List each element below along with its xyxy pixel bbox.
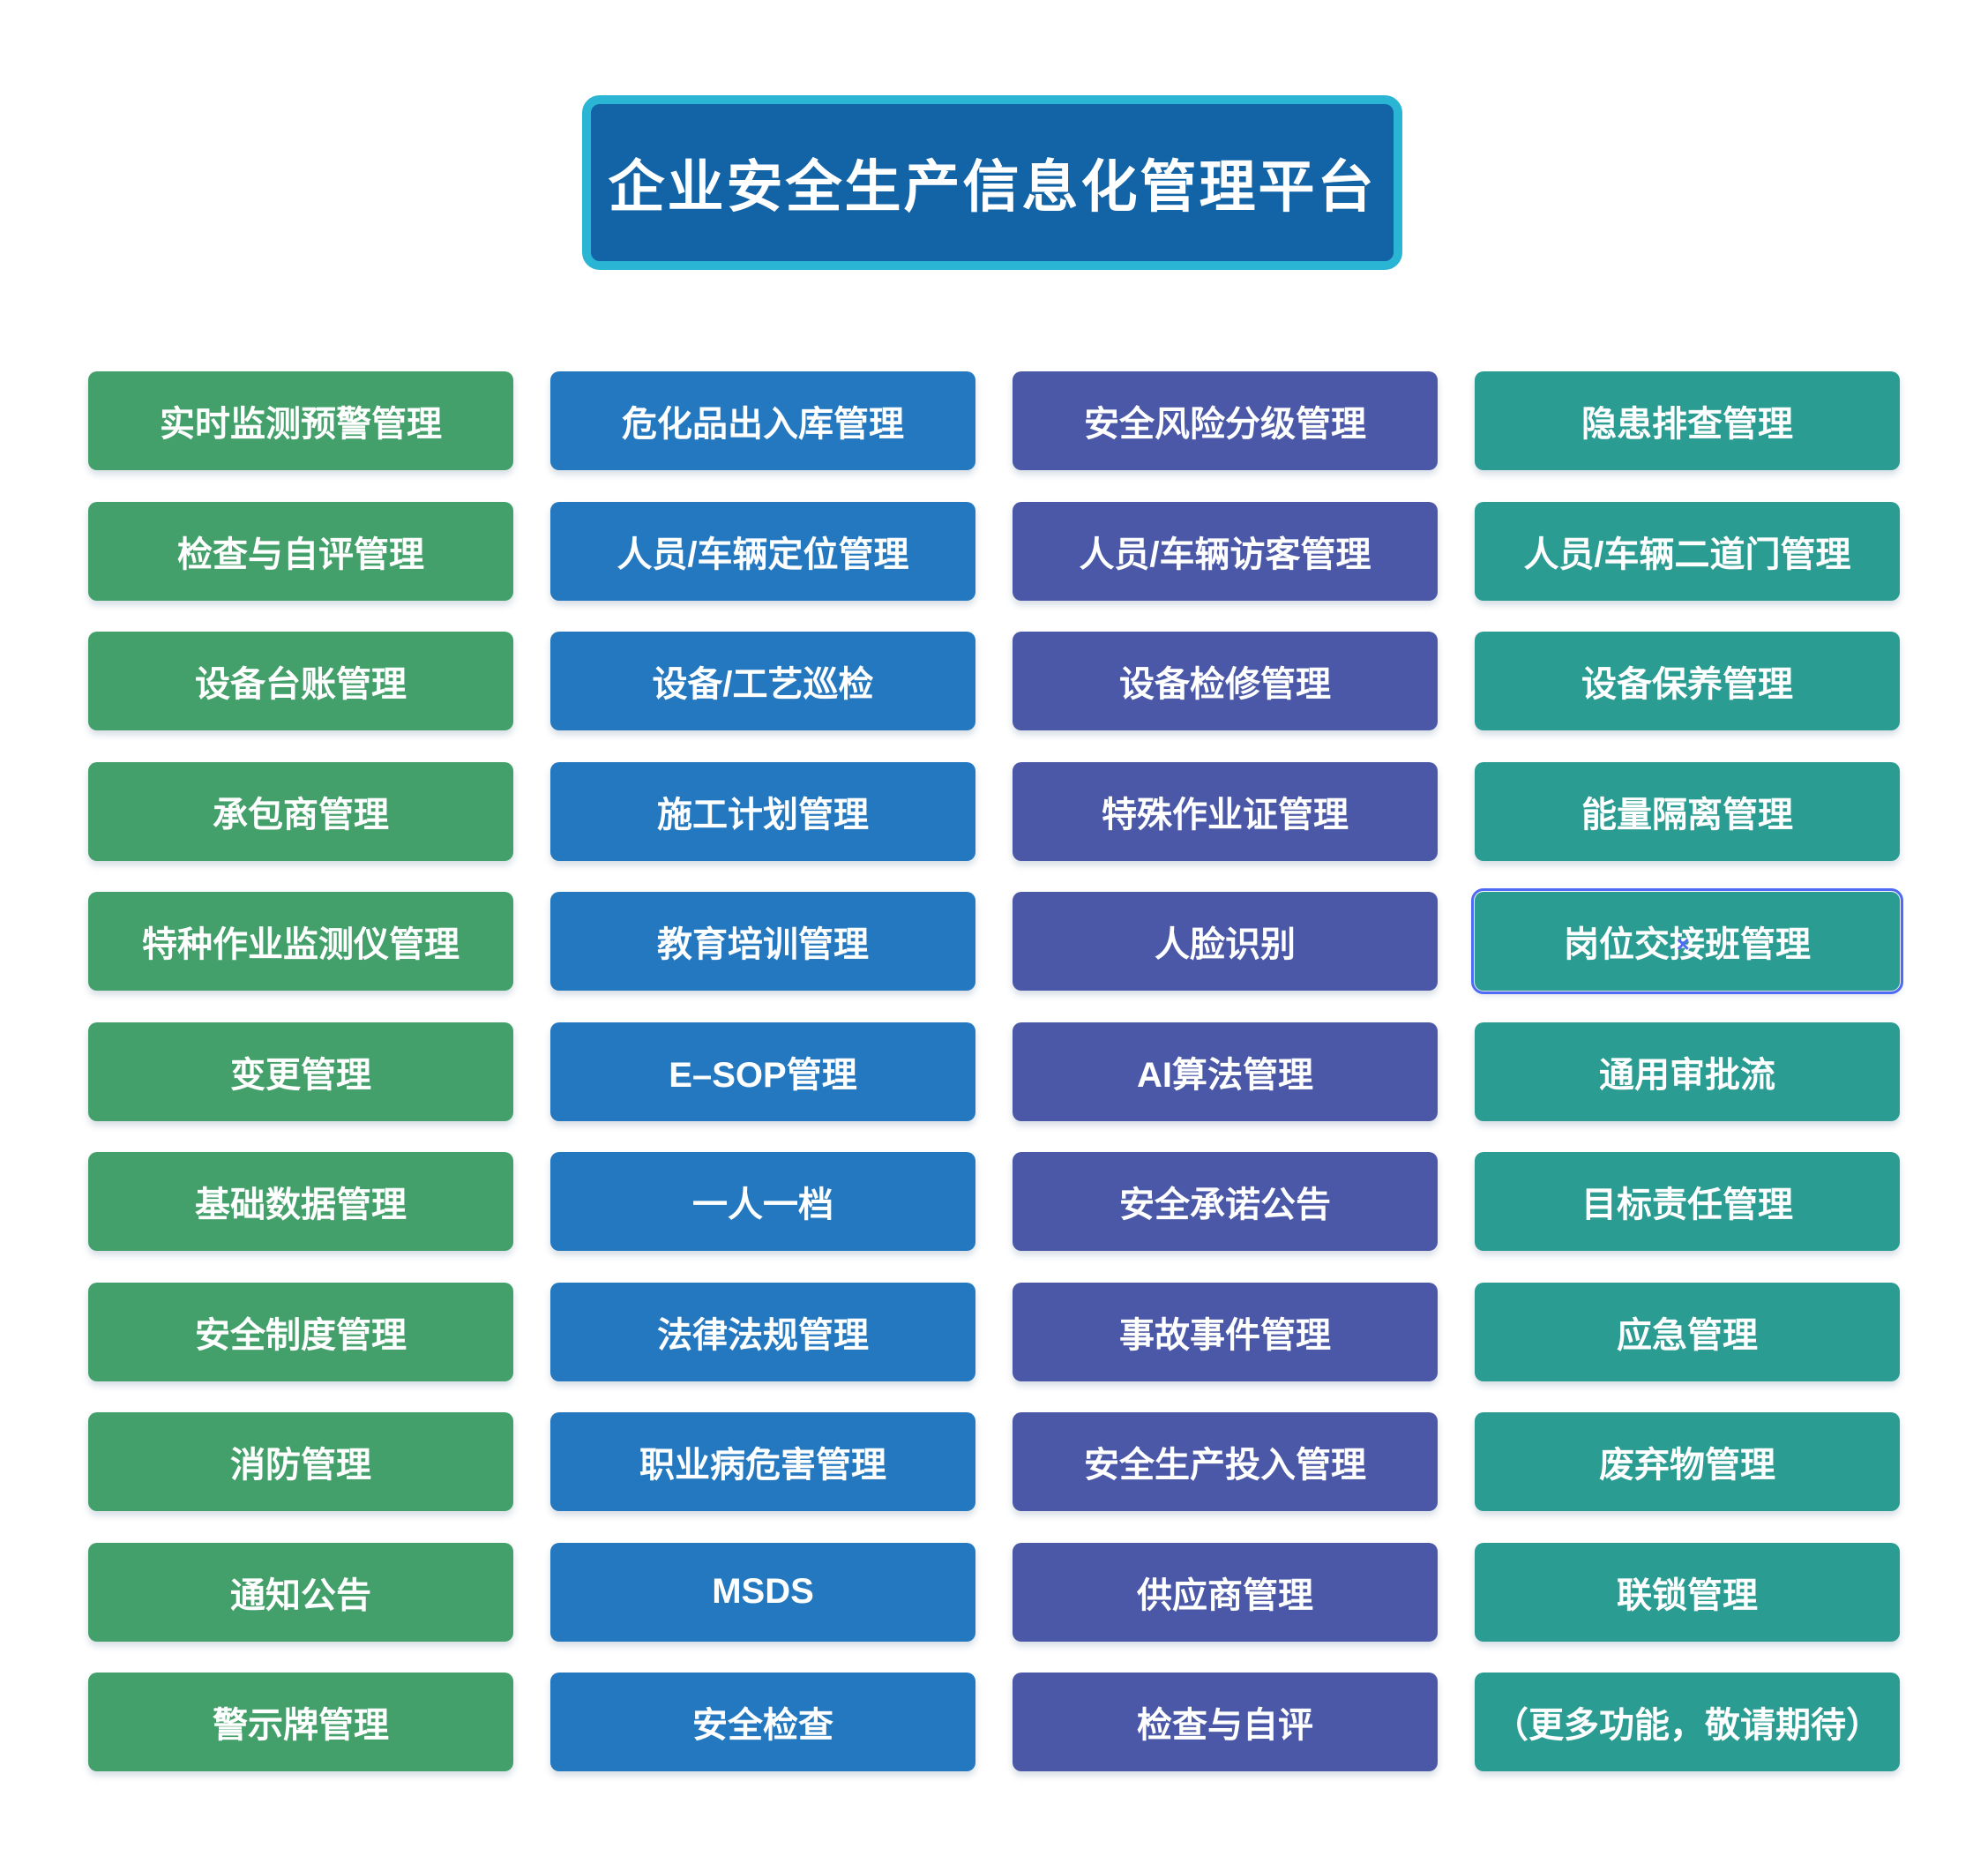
module-button-label: 人员/车辆定位管理 [617, 535, 909, 574]
module-button[interactable]: 检查与自评管理 [88, 501, 513, 601]
module-button-label: 人脸识别 [1155, 925, 1296, 964]
module-button[interactable]: 检查与自评 [1013, 1673, 1438, 1771]
module-button[interactable]: 安全承诺公告 [1013, 1152, 1438, 1251]
module-button[interactable]: 特殊作业证管理 [1013, 761, 1438, 861]
module-button-label: 消防管理 [230, 1446, 371, 1485]
module-button-label: 隐患排查管理 [1581, 405, 1793, 444]
module-button-label: 设备台账管理 [195, 665, 407, 704]
module-button-label: 基础数据管理 [195, 1186, 407, 1224]
module-button[interactable]: 供应商管理 [1013, 1542, 1438, 1642]
module-button[interactable]: 通用审批流 [1475, 1022, 1900, 1121]
module-button-label: 检查与自评 [1137, 1706, 1313, 1745]
module-button[interactable]: 岗位交接班管理× [1471, 888, 1903, 994]
module-button[interactable]: 通知公告 [88, 1542, 513, 1642]
module-button-label: （更多功能，敬请期待） [1493, 1706, 1881, 1745]
module-button[interactable]: 法律法规管理 [550, 1282, 975, 1381]
module-button[interactable]: 一人一档 [550, 1152, 975, 1251]
module-column-indigo: 安全风险分级管理人员/车辆访客管理设备检修管理特殊作业证管理人脸识别 AI算法管理… [1013, 371, 1438, 1771]
module-button-label: 实时监测预警管理 [160, 405, 442, 444]
module-column-teal: 隐患排查管理人员/车辆二道门管理设备保养管理能量隔离管理岗位交接班管理× 通用审批… [1471, 371, 1903, 1771]
module-button[interactable]: 人员/车辆二道门管理 [1475, 501, 1900, 601]
module-button-label: 应急管理 [1617, 1315, 1758, 1355]
module-button[interactable]: 教育培训管理 [550, 892, 975, 991]
module-button[interactable]: 实时监测预警管理 [88, 371, 513, 470]
module-button-label: 安全承诺公告 [1119, 1186, 1331, 1224]
module-column-green: 实时监测预警管理检查与自评管理设备台账管理承包商管理特种作业监测仪管理变更管理基… [88, 371, 513, 1771]
module-button-label: MSDS [712, 1572, 814, 1611]
module-button-label: 通用审批流 [1599, 1055, 1775, 1095]
module-button[interactable]: 能量隔离管理 [1475, 761, 1900, 861]
module-button[interactable]: 人脸识别 [1013, 892, 1438, 991]
module-button[interactable]: AI算法管理 [1013, 1022, 1438, 1121]
module-button[interactable]: 安全生产投入管理 [1013, 1412, 1438, 1511]
module-button-label: 警示牌管理 [213, 1706, 389, 1745]
module-button[interactable]: 设备检修管理 [1013, 632, 1438, 730]
module-button-label: 人员/车辆访客管理 [1079, 535, 1371, 574]
module-button[interactable]: 安全风险分级管理 [1013, 371, 1438, 470]
module-button[interactable]: 安全制度管理 [88, 1282, 513, 1381]
module-button[interactable]: 人员/车辆访客管理 [1013, 501, 1438, 601]
module-button[interactable]: 消防管理 [88, 1412, 513, 1511]
module-column-blue: 危化品出入库管理人员/车辆定位管理设备/工艺巡检施工计划管理教育培训管理 E–SO… [550, 371, 975, 1771]
module-button[interactable]: 废弃物管理 [1475, 1412, 1900, 1511]
module-button-label: 教育培训管理 [657, 925, 869, 964]
module-button[interactable]: MSDS [550, 1542, 975, 1642]
module-button-label: 施工计划管理 [657, 795, 869, 834]
module-button-label: 通知公告 [230, 1575, 371, 1615]
module-button-label: 变更管理 [230, 1055, 371, 1095]
module-button[interactable]: 施工计划管理 [550, 761, 975, 861]
module-button-label: 一人一档 [692, 1186, 833, 1224]
module-button-label: 设备检修管理 [1119, 665, 1331, 704]
module-button-label: 职业病危害管理 [639, 1446, 886, 1485]
module-button-label: 目标责任管理 [1581, 1186, 1793, 1224]
module-button-label: 安全生产投入管理 [1084, 1446, 1366, 1485]
module-button-label: 危化品出入库管理 [622, 405, 904, 444]
module-button-label: 法律法规管理 [657, 1315, 869, 1355]
module-button-label: 人员/车辆二道门管理 [1523, 535, 1851, 574]
module-button[interactable]: 特种作业监测仪管理 [88, 892, 513, 991]
module-button-label: 设备保养管理 [1581, 665, 1793, 704]
module-button[interactable]: 隐患排查管理 [1475, 371, 1900, 470]
module-button-label: 承包商管理 [213, 795, 389, 834]
module-button-label: 能量隔离管理 [1581, 795, 1793, 834]
module-button[interactable]: 职业病危害管理 [550, 1412, 975, 1511]
module-button[interactable]: （更多功能，敬请期待） [1475, 1673, 1900, 1771]
module-button[interactable]: 设备台账管理 [88, 632, 513, 730]
module-button-label: 事故事件管理 [1119, 1315, 1331, 1355]
module-button-label: 废弃物管理 [1599, 1446, 1775, 1485]
module-button-label: 检查与自评管理 [177, 535, 424, 574]
module-button[interactable]: 警示牌管理 [88, 1673, 513, 1771]
module-button-label: 安全风险分级管理 [1084, 405, 1366, 444]
module-button-label: E–SOP管理 [669, 1055, 857, 1095]
module-button[interactable]: 设备保养管理 [1475, 632, 1900, 730]
module-button-label: 特种作业监测仪管理 [142, 925, 460, 964]
module-button[interactable]: 基础数据管理 [88, 1152, 513, 1251]
module-button[interactable]: E–SOP管理 [550, 1022, 975, 1121]
module-button-label: 安全检查 [692, 1706, 833, 1745]
module-button-label: 联锁管理 [1617, 1575, 1758, 1615]
module-button[interactable]: 承包商管理 [88, 761, 513, 861]
module-button-label: 岗位交接班管理 [1564, 925, 1811, 964]
page-title: 企业安全生产信息化管理平台 [608, 155, 1377, 219]
module-button-label: 特殊作业证管理 [1102, 795, 1349, 834]
module-grid: 实时监测预警管理检查与自评管理设备台账管理承包商管理特种作业监测仪管理变更管理基… [88, 371, 1903, 1771]
module-button-label: 设备/工艺巡检 [652, 665, 874, 704]
module-button[interactable]: 危化品出入库管理 [550, 371, 975, 470]
module-button[interactable]: 目标责任管理 [1475, 1152, 1900, 1251]
title-banner: 企业安全生产信息化管理平台 [582, 95, 1402, 270]
module-button[interactable]: 安全检查 [550, 1673, 975, 1771]
module-button-label: 供应商管理 [1137, 1575, 1313, 1615]
module-button[interactable]: 联锁管理 [1475, 1542, 1900, 1642]
module-button[interactable]: 事故事件管理 [1013, 1282, 1438, 1381]
module-button-label: 安全制度管理 [195, 1315, 407, 1355]
module-button[interactable]: 设备/工艺巡检 [550, 632, 975, 730]
module-button[interactable]: 变更管理 [88, 1022, 513, 1121]
module-button[interactable]: 人员/车辆定位管理 [550, 501, 975, 601]
module-button[interactable]: 应急管理 [1475, 1282, 1900, 1381]
module-button-label: AI算法管理 [1137, 1055, 1313, 1095]
